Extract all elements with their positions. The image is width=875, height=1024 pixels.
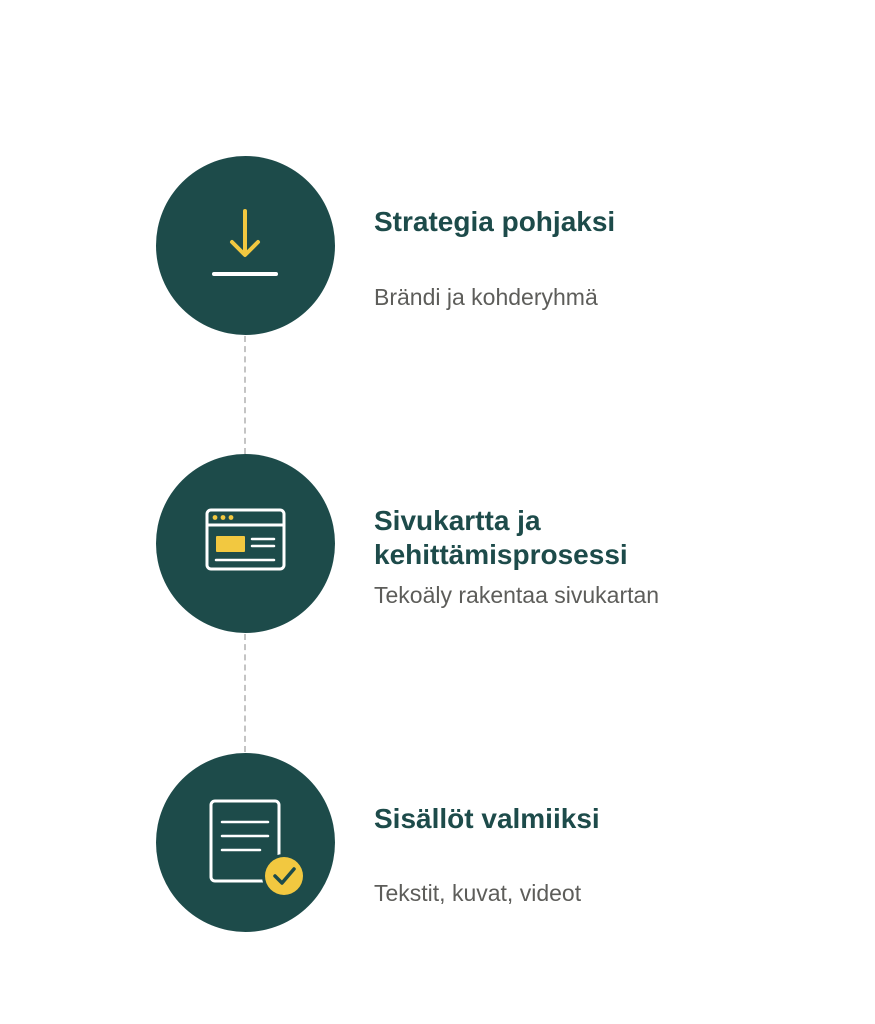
dashed-connector-1 [244,336,246,454]
step-2-title-line-2: kehittämisprosessi [374,539,628,570]
download-icon [212,209,278,276]
browser-window-icon [205,508,286,571]
step-3-circle [156,753,335,932]
document-check-icon [209,799,306,898]
step-1-title: Strategia pohjaksi [374,206,616,237]
step-2-circle [156,454,335,633]
step-1-description: Brändi ja kohderyhmä [374,284,598,310]
step-2-description: Tekoäly rakentaa sivukartan [374,582,660,608]
step-3-title: Sisällöt valmiiksi [374,803,600,834]
step-1-circle [156,156,335,335]
step-2-title-line-1: Sivukartta ja [374,505,541,536]
step-2-title: Sivukartta ja kehittämisprosessi [374,504,628,572]
step-3-description: Tekstit, kuvat, videot [374,880,582,906]
dashed-connector-2 [244,634,246,752]
